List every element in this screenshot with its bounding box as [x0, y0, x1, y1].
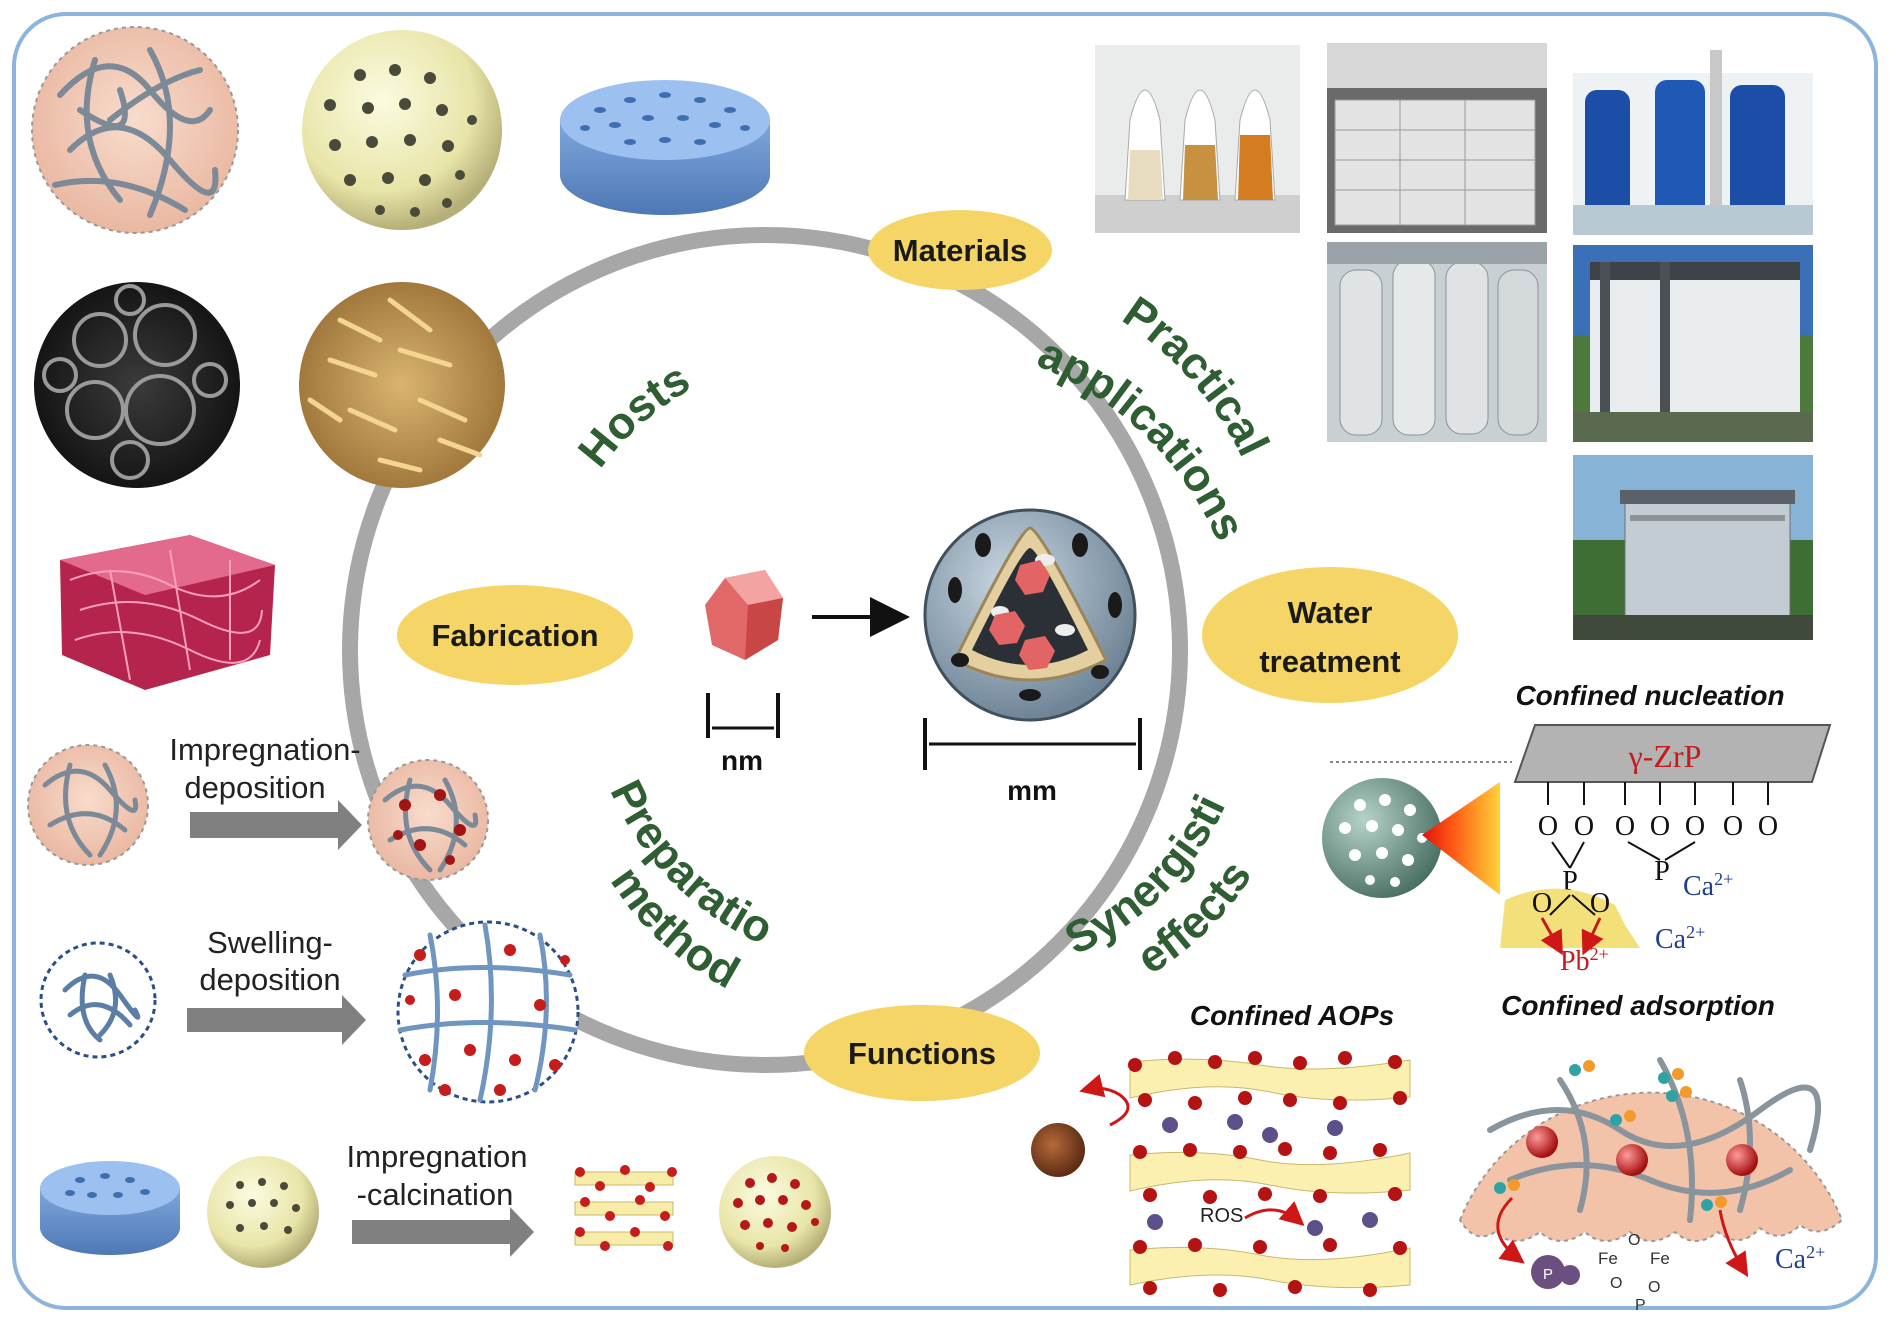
scale-label-mm: mm [1007, 775, 1057, 806]
oval-label-materials: Materials [893, 233, 1027, 268]
layered-slabs-small [574, 1165, 677, 1251]
porous-carbon-sem-image [34, 282, 240, 488]
method-row-swelling-deposition: Swelling- deposition [39, 920, 580, 1104]
polymer-network-host [31, 26, 239, 234]
svg-text:O: O [1723, 811, 1743, 842]
method-row-impregnation-calcination: Impregnation -calcination [40, 1139, 831, 1268]
oval-label-fabrication: Fabrication [431, 618, 598, 653]
porous-disc-host [560, 80, 770, 215]
svg-text:O: O [1628, 1232, 1640, 1249]
svg-text:Fe: Fe [1650, 1249, 1670, 1268]
photo-powder-samples [1095, 45, 1300, 233]
photo-packaged-bags [1327, 43, 1547, 233]
method-label-swelling-deposition: deposition [199, 962, 340, 997]
method-row-impregnation-deposition: Impregnation- deposition [27, 732, 489, 881]
oval-label-treatment: treatment [1259, 644, 1400, 679]
method-label-deposition: deposition [184, 770, 325, 805]
svg-text:O: O [1532, 888, 1552, 919]
svg-text:Fe: Fe [1598, 1249, 1618, 1268]
porous-sphere-host [302, 30, 502, 230]
scale-label-nm: nm [721, 745, 763, 776]
title-confined-nucleation: Confined nucleation [1515, 680, 1784, 711]
adsorption-hemisphere: O Fe Fe O O P [1458, 1057, 1844, 1314]
teal-porous-sphere [1322, 778, 1442, 898]
ca-ion-2: Ca2+ [1655, 922, 1705, 955]
svg-text:O: O [1590, 888, 1610, 919]
nucleation-crystal: O O Pb2+ [1500, 888, 1640, 977]
svg-text:O: O [1648, 1279, 1660, 1296]
aops-layered-structure: ROS [1079, 1051, 1411, 1297]
svg-text:O: O [1685, 811, 1705, 842]
method-label-impregnation2: Impregnation [347, 1139, 528, 1174]
title-confined-adsorption: Confined adsorption [1501, 990, 1775, 1021]
oval-water-treatment: Water treatment [1202, 567, 1458, 703]
focus-flame [1422, 782, 1500, 895]
svg-text:O: O [1615, 811, 1635, 842]
photo-outdoor-plant [1573, 455, 1813, 640]
svg-text:O: O [1758, 811, 1778, 842]
ca-ion-3: Ca2+ [1775, 1242, 1825, 1275]
svg-text:O: O [1650, 811, 1670, 842]
host-sphere [923, 508, 1137, 722]
svg-text:O: O [1610, 1275, 1622, 1292]
svg-text:P: P [1543, 1266, 1553, 1283]
svg-text:O: O [1538, 811, 1558, 842]
oval-functions: Functions [804, 1005, 1040, 1101]
photo-blue-tanks [1573, 45, 1813, 235]
nano-crystal [705, 570, 783, 660]
polymer-foam-host [60, 535, 275, 690]
method-label-swelling: Swelling- [207, 925, 333, 960]
scale-bar-nm: nm [706, 693, 780, 776]
biomass-straw-host [299, 282, 505, 488]
zrp-substrate: γ-ZrP [1513, 724, 1832, 783]
method-label-calcination: -calcination [357, 1177, 514, 1212]
svg-text:O: O [1574, 811, 1594, 842]
pb-ion: Pb2+ [1560, 944, 1609, 977]
ros-label: ROS [1200, 1205, 1243, 1227]
phosphate-groups [1547, 782, 1769, 869]
oval-label-functions: Functions [848, 1036, 996, 1071]
title-confined-aops: Confined AOPs [1190, 1000, 1394, 1031]
photo-steel-tanks [1327, 242, 1547, 442]
oval-fabrication: Fabrication [397, 585, 633, 685]
oval-materials: Materials [868, 210, 1052, 290]
phosphate-atoms: O O O O O O O P P [1538, 811, 1778, 897]
scale-bar-mm: mm [923, 718, 1142, 806]
oval-label-water: Water [1288, 595, 1373, 630]
ca-ion-1: Ca2+ [1683, 869, 1733, 902]
photo-modular-unit [1573, 245, 1813, 442]
svg-text:P: P [1654, 856, 1670, 887]
pollutant-aggregate [1031, 1123, 1085, 1177]
central-ring [342, 227, 1188, 1073]
method-label-impregnation: Impregnation- [169, 732, 360, 767]
phosphate-ion-bubble: P [1531, 1255, 1580, 1289]
svg-text:P: P [1635, 1297, 1646, 1314]
zrp-label: γ-ZrP [1628, 738, 1702, 774]
